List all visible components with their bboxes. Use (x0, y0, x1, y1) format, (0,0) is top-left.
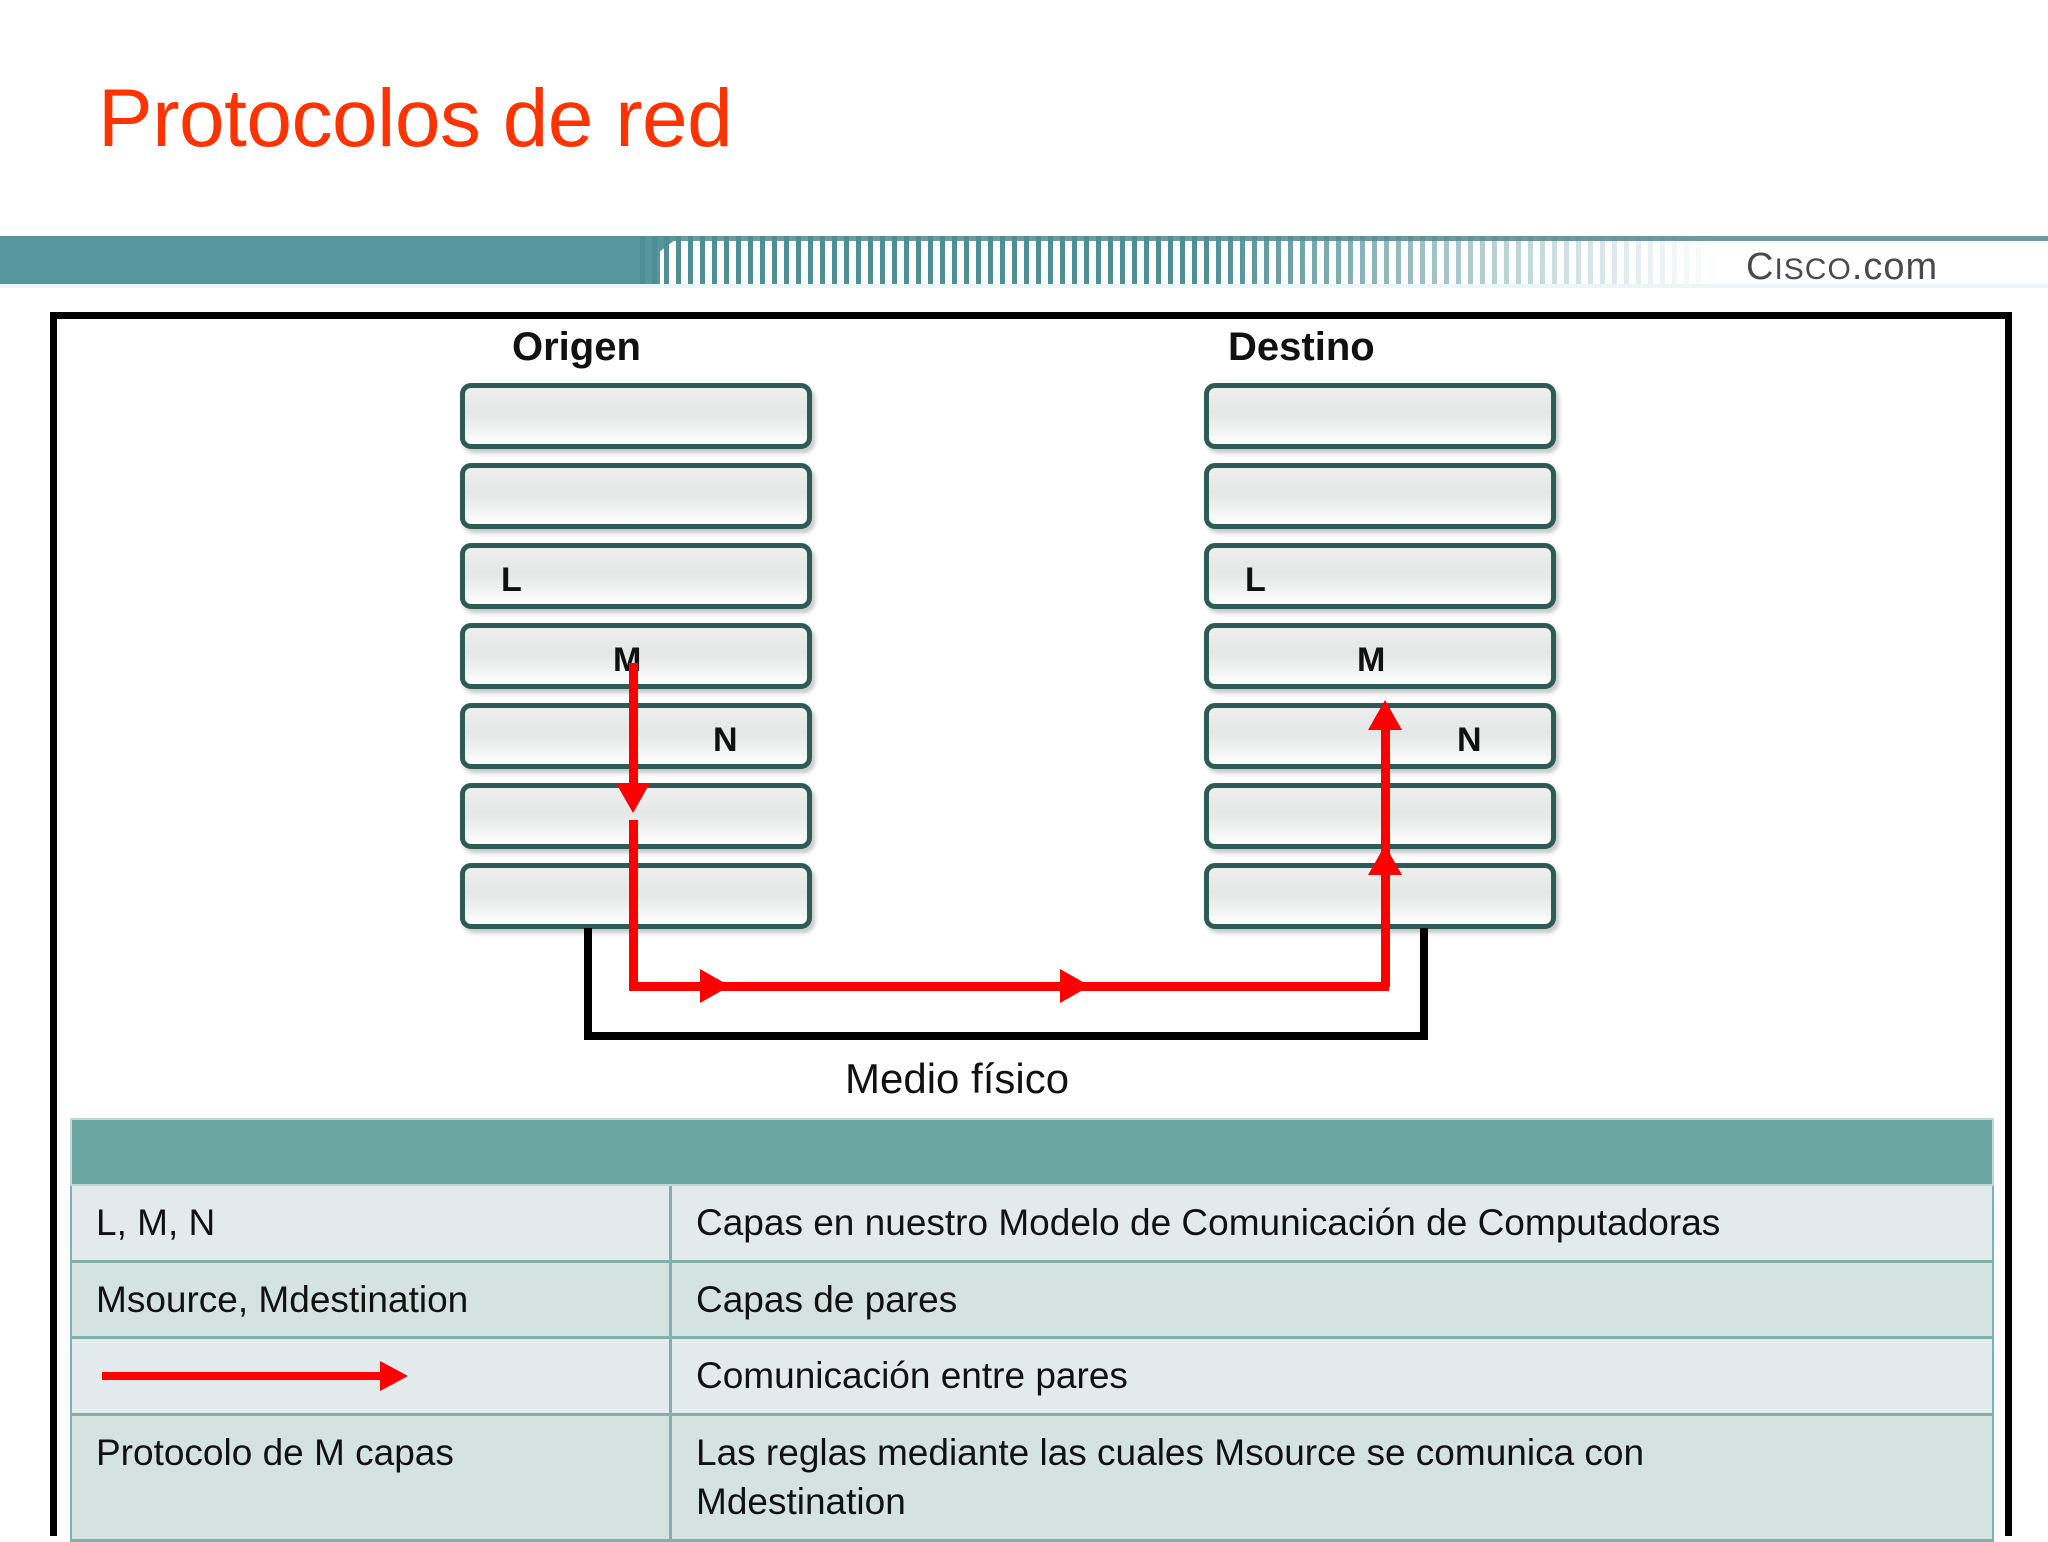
source-layer-1 (460, 383, 812, 449)
medium-bracket-bottom (584, 1032, 1428, 1040)
cisco-banner (0, 236, 2048, 284)
destination-ascend-arrowhead-upper (1368, 700, 1402, 730)
banner-solid-block (0, 236, 660, 284)
source-descend-line-lower (629, 820, 638, 986)
legend-row-2-description: Capas de pares (696, 1278, 958, 1320)
source-descend-arrowhead (616, 783, 650, 813)
source-layer-2 (460, 463, 812, 529)
transit-line (629, 982, 1389, 991)
page-title: Protocolos de red (98, 73, 733, 164)
banner-underline (0, 284, 2048, 288)
destination-layer-6 (1204, 783, 1556, 849)
legend-row-1-term: L, M, N (72, 1186, 672, 1260)
legend-row-4-term: Protocolo de M capas (72, 1415, 672, 1539)
medium-bracket-left (584, 928, 592, 1040)
destination-layer-5: N (1204, 703, 1556, 769)
destination-stack-title: Destino (1228, 325, 1375, 369)
destination-layer-1 (1204, 383, 1556, 449)
transit-arrowhead-2 (1060, 969, 1090, 1003)
destination-layer-3: L (1204, 543, 1556, 609)
source-layer-3: L (460, 543, 812, 609)
cisco-brand-logo: CISCO.com (1746, 246, 1939, 288)
physical-medium-label: Medio físico (845, 1055, 1070, 1102)
legend-row-2: Msource, Mdestination Capas de pares (70, 1262, 1994, 1340)
destination-ascend-arrowhead-lower (1368, 845, 1402, 875)
destination-layer-4-label: M (1357, 641, 1386, 679)
banner-stripe-pattern (640, 236, 1720, 284)
medium-bracket-right (1420, 928, 1428, 1040)
source-descend-line-upper (629, 663, 638, 783)
legend-row-3-term (72, 1339, 672, 1413)
destination-layer-2 (1204, 463, 1556, 529)
source-layer-3-label: L (501, 561, 522, 599)
source-stack-title: Origen (512, 325, 641, 369)
legend-row-1-description: Capas en nuestro Modelo de Comunicación … (696, 1202, 1721, 1243)
legend-row-3: Comunicación entre pares (70, 1339, 1994, 1416)
destination-layer-3-label: L (1245, 561, 1266, 599)
legend-row-4-description: Las reglas mediante las cuales Msource s… (696, 1431, 1645, 1523)
source-layer-5-label: N (713, 721, 738, 759)
legend-row-3-description: Comunicación entre pares (696, 1355, 1128, 1397)
legend-row-1: L, M, N Capas en nuestro Modelo de Comun… (70, 1186, 1994, 1263)
legend-row-2-term: Msource, Mdestination (72, 1262, 672, 1337)
destination-layer-4: M (1204, 623, 1556, 689)
legend-row-4: Protocolo de M capas Las reglas mediante… (70, 1415, 1994, 1542)
peer-communication-arrow-icon (102, 1360, 408, 1391)
legend-table: L, M, N Capas en nuestro Modelo de Comun… (70, 1118, 1994, 1542)
legend-header-bar (70, 1118, 1994, 1186)
destination-layer-5-label: N (1457, 721, 1482, 759)
transit-arrowhead-1 (700, 969, 730, 1003)
